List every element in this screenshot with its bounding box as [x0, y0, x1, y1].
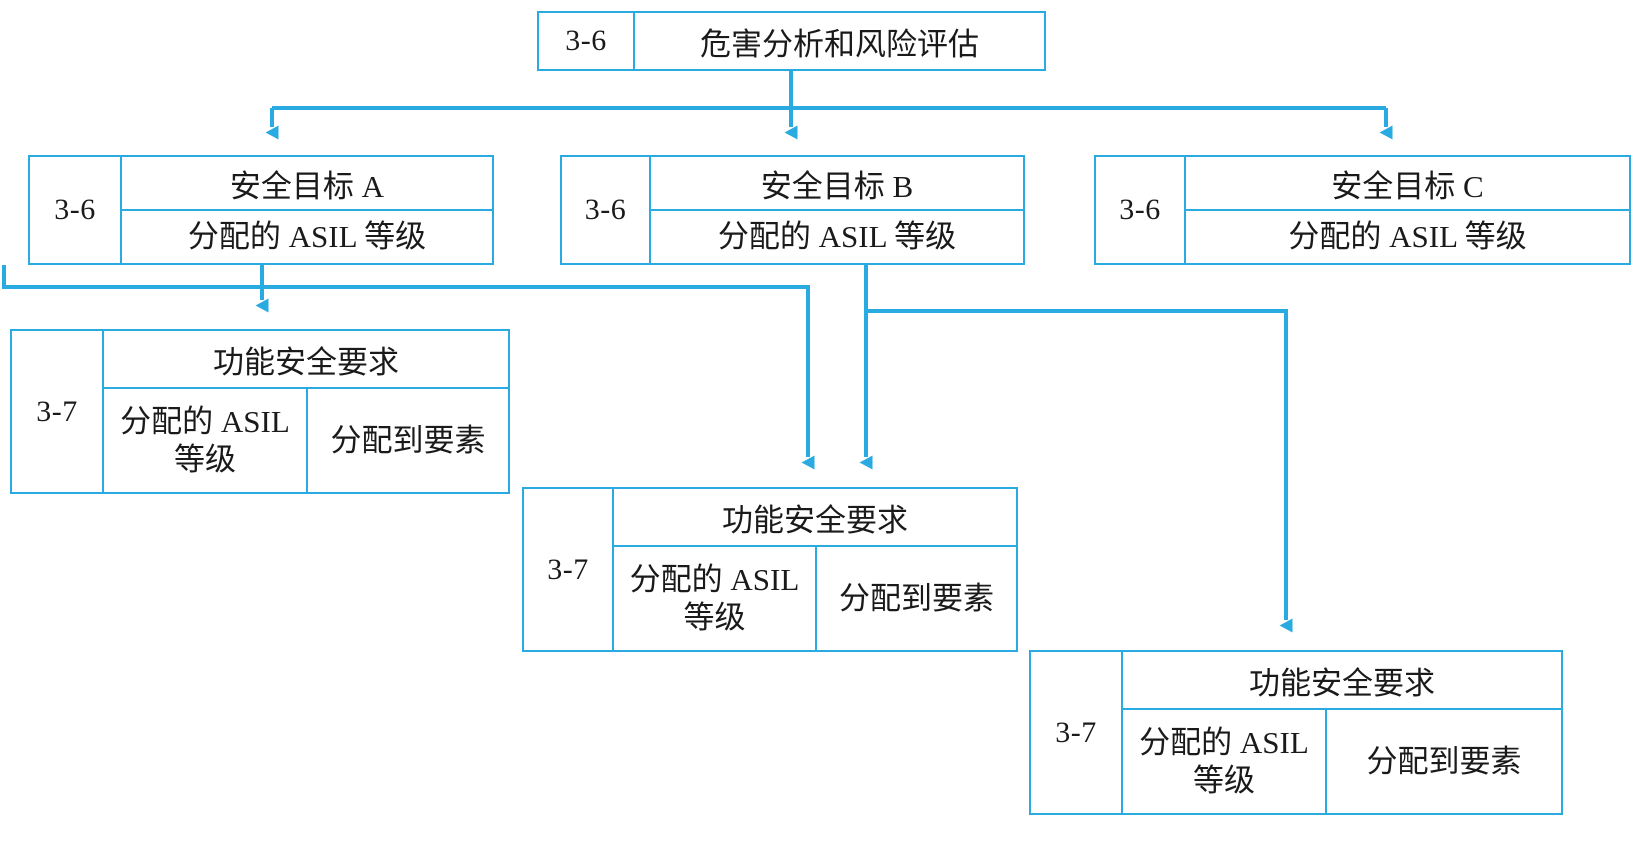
node-rows-goal-c: 分配的 ASIL 等级	[1186, 211, 1629, 263]
node-title-safety-goal-c: 安全目标 C	[1186, 157, 1629, 211]
node-title-safety-goal-a: 安全目标 A	[122, 157, 492, 211]
node-rows-goal-a: 分配的 ASIL 等级	[122, 211, 492, 263]
node-title-functional-safety-requirement: 功能安全要求	[1123, 652, 1561, 710]
cell-assigned-asil: 分配的 ASIL 等级	[1123, 710, 1327, 813]
node-body-fsr-1: 功能安全要求 分配的 ASIL 等级 分配到要素	[104, 331, 508, 492]
cell-assigned-asil: 分配的 ASIL 等级	[614, 547, 817, 650]
node-rows-goal-b: 分配的 ASIL 等级	[651, 211, 1023, 263]
node-functional-safety-requirement-2[interactable]: 3-7 功能安全要求 分配的 ASIL 等级 分配到要素	[522, 487, 1018, 652]
node-functional-safety-requirement-1[interactable]: 3-7 功能安全要求 分配的 ASIL 等级 分配到要素	[10, 329, 510, 494]
node-clause-goal-b: 3-6	[562, 157, 651, 263]
node-body-goal-a: 安全目标 A 分配的 ASIL 等级	[122, 157, 492, 263]
cell-assigned-asil: 分配的 ASIL 等级	[187, 219, 427, 255]
node-body-goal-c: 安全目标 C 分配的 ASIL 等级	[1186, 157, 1629, 263]
node-title-functional-safety-requirement: 功能安全要求	[104, 331, 508, 389]
node-clause-hara: 3-6	[539, 13, 635, 69]
node-body-fsr-3: 功能安全要求 分配的 ASIL 等级 分配到要素	[1123, 652, 1561, 813]
node-rows-fsr-2: 分配的 ASIL 等级 分配到要素	[614, 547, 1016, 650]
cell-assigned-asil: 分配的 ASIL 等级	[1288, 219, 1527, 255]
node-clause-goal-c: 3-6	[1096, 157, 1186, 263]
cell-allocated-to-element: 分配到要素	[330, 422, 486, 458]
node-title-safety-goal-b: 安全目标 B	[651, 157, 1023, 211]
node-body-goal-b: 安全目标 B 分配的 ASIL 等级	[651, 157, 1023, 263]
node-clause-fsr-2: 3-7	[524, 489, 614, 650]
node-clause-fsr-1: 3-7	[12, 331, 104, 492]
node-safety-goal-a[interactable]: 3-6 安全目标 A 分配的 ASIL 等级	[28, 155, 494, 265]
cell-assigned-asil: 分配的 ASIL 等级	[717, 219, 957, 255]
node-hazard-analysis[interactable]: 3-6 危害分析和风险评估	[537, 11, 1046, 71]
cell-allocated-to-element: 分配到要素	[839, 580, 994, 616]
node-rows-fsr-3: 分配的 ASIL 等级 分配到要素	[1123, 710, 1561, 813]
node-safety-goal-c[interactable]: 3-6 安全目标 C 分配的 ASIL 等级	[1094, 155, 1631, 265]
cell-allocated-to-element: 分配到要素	[1366, 743, 1522, 779]
node-rows-fsr-1: 分配的 ASIL 等级 分配到要素	[104, 389, 508, 492]
node-clause-fsr-3: 3-7	[1031, 652, 1123, 813]
node-safety-goal-b[interactable]: 3-6 安全目标 B 分配的 ASIL 等级	[560, 155, 1025, 265]
node-clause-goal-a: 3-6	[30, 157, 122, 263]
node-title-hazard-analysis: 危害分析和风险评估	[700, 26, 979, 62]
cell-assigned-asil: 分配的 ASIL 等级	[104, 389, 308, 492]
node-functional-safety-requirement-3[interactable]: 3-7 功能安全要求 分配的 ASIL 等级 分配到要素	[1029, 650, 1563, 815]
node-body-fsr-2: 功能安全要求 分配的 ASIL 等级 分配到要素	[614, 489, 1016, 650]
node-title-functional-safety-requirement: 功能安全要求	[614, 489, 1016, 547]
